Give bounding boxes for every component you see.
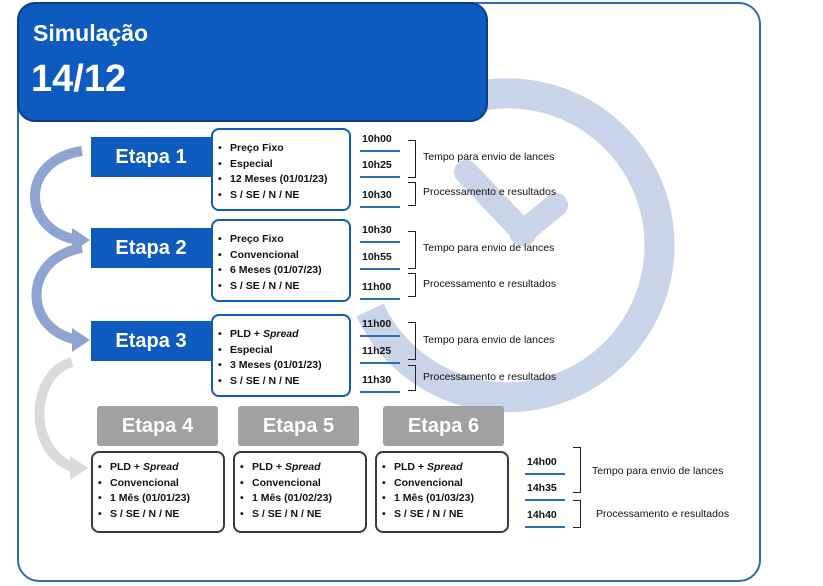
note-bids: Tempo para envio de lances bbox=[592, 465, 724, 477]
header-banner: Simulação 14/12 bbox=[17, 2, 488, 122]
time-end-bids: 11h25 bbox=[362, 345, 392, 357]
stage-4-item: 1 Mês (01/01/23) bbox=[96, 491, 219, 507]
bracket bbox=[408, 322, 416, 360]
bracket bbox=[573, 447, 581, 493]
time-start: 11h00 bbox=[362, 318, 392, 330]
header-date: 14/12 bbox=[31, 58, 127, 100]
bracket bbox=[408, 182, 416, 206]
time-end-bids: 10h55 bbox=[362, 251, 392, 263]
stage-3-details: PLD + Spread Especial 3 Meses (01/01/23)… bbox=[211, 314, 351, 397]
bracket bbox=[408, 231, 416, 269]
stage-2-label: Etapa 2 bbox=[91, 228, 211, 268]
stage-5-item: PLD + Spread bbox=[238, 460, 361, 476]
stage-5-item: S / SE / N / NE bbox=[238, 507, 361, 523]
time-start: 14h00 bbox=[527, 456, 557, 468]
stage-6-item: PLD + Spread bbox=[380, 460, 503, 476]
stage-3-label: Etapa 3 bbox=[91, 321, 211, 361]
stage-3-item: PLD + Spread bbox=[216, 327, 343, 343]
stage-1-item: S / SE / N / NE bbox=[216, 188, 343, 204]
stage-5-label: Etapa 5 bbox=[238, 406, 359, 446]
note-processing: Processamento e resultados bbox=[423, 371, 557, 383]
note-bids: Tempo para envio de lances bbox=[423, 334, 555, 346]
stage-4-label: Etapa 4 bbox=[97, 406, 218, 446]
stage-2-details: Preço Fixo Convencional 6 Meses (01/07/2… bbox=[211, 219, 351, 302]
note-processing: Processamento e resultados bbox=[423, 186, 557, 198]
time-end-process: 11h30 bbox=[362, 374, 392, 386]
time-end-process: 10h30 bbox=[362, 189, 392, 201]
stage-1-details: Preço Fixo Especial 12 Meses (01/01/23) … bbox=[211, 128, 351, 211]
note-bids: Tempo para envio de lances bbox=[423, 242, 555, 254]
time-end-bids: 10h25 bbox=[362, 159, 392, 171]
stage-2-item: 6 Meses (01/07/23) bbox=[216, 263, 343, 279]
stage-4-item: PLD + Spread bbox=[96, 460, 219, 476]
stage-3-item: Especial bbox=[216, 343, 343, 359]
stage-4-item: Convencional bbox=[96, 476, 219, 492]
bracket bbox=[408, 273, 416, 297]
stage-5-item: 1 Mês (01/02/23) bbox=[238, 491, 361, 507]
stage-5-item: Convencional bbox=[238, 476, 361, 492]
bracket bbox=[408, 365, 416, 391]
stage-3-item: S / SE / N / NE bbox=[216, 374, 343, 390]
stage-6-item: 1 Mês (01/03/23) bbox=[380, 491, 503, 507]
time-start: 10h30 bbox=[362, 224, 392, 236]
header-title: Simulação bbox=[33, 20, 149, 46]
stage-4-details: PLD + Spread Convencional 1 Mês (01/01/2… bbox=[91, 451, 225, 533]
time-start: 10h00 bbox=[362, 133, 392, 145]
stage-1-item: Especial bbox=[216, 157, 343, 173]
stage-6-item: Convencional bbox=[380, 476, 503, 492]
stage-1-item: 12 Meses (01/01/23) bbox=[216, 172, 343, 188]
bracket bbox=[408, 140, 416, 178]
stage-1-label: Etapa 1 bbox=[91, 137, 211, 177]
stage-6-details: PLD + Spread Convencional 1 Mês (01/03/2… bbox=[375, 451, 509, 533]
stage-2-item: S / SE / N / NE bbox=[216, 279, 343, 295]
stage-5-details: PLD + Spread Convencional 1 Mês (01/02/2… bbox=[233, 451, 367, 533]
stage-1-item: Preço Fixo bbox=[216, 141, 343, 157]
stage-6-label: Etapa 6 bbox=[383, 406, 504, 446]
stage-6-item: S / SE / N / NE bbox=[380, 507, 503, 523]
stage-4-item: S / SE / N / NE bbox=[96, 507, 219, 523]
time-end-bids: 14h35 bbox=[527, 482, 557, 494]
stage-2-item: Convencional bbox=[216, 248, 343, 264]
stage-2-item: Preço Fixo bbox=[216, 232, 343, 248]
note-bids: Tempo para envio de lances bbox=[423, 151, 555, 163]
stage-3-item: 3 Meses (01/01/23) bbox=[216, 358, 343, 374]
time-end-process: 14h40 bbox=[527, 509, 557, 521]
time-end-process: 11h00 bbox=[362, 281, 392, 293]
note-processing: Processamento e resultados bbox=[423, 278, 557, 290]
bracket bbox=[573, 500, 581, 528]
note-processing: Processamento e resultados bbox=[596, 508, 730, 520]
